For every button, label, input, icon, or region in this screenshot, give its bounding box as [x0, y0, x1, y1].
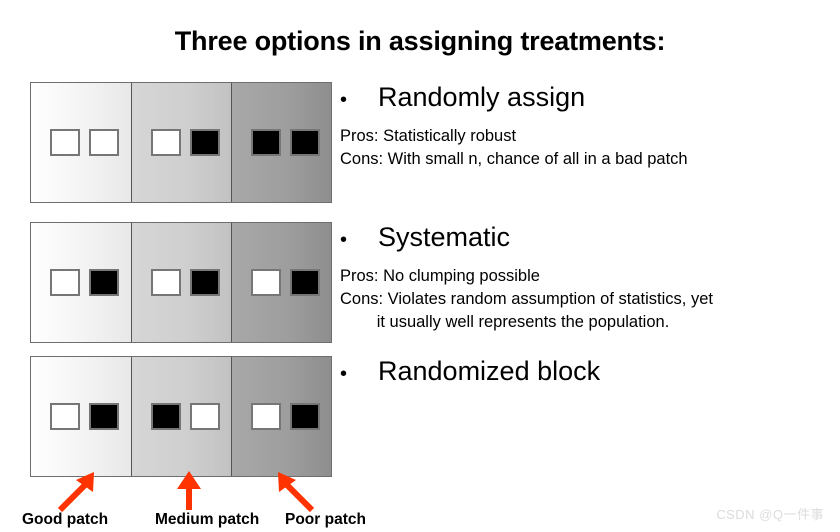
plot-square [151, 129, 181, 156]
option-title: Randomized block [378, 356, 601, 386]
page-title: Three options in assigning treatments: [174, 26, 666, 56]
bullet-glyph: • [340, 229, 348, 251]
plot-square [190, 269, 220, 296]
patch-label-medium: Medium patch [155, 511, 260, 528]
option-text-block: • Systematic Pros: No clumping possible … [340, 222, 832, 334]
arrow-up-left-icon [278, 472, 315, 512]
plot-square [251, 269, 281, 296]
option-detail: Pros: Statistically robust Cons: With sm… [340, 127, 688, 168]
plot-square [151, 269, 181, 296]
plot-square [50, 129, 80, 156]
plot-square [251, 129, 281, 156]
plot-square [290, 269, 320, 296]
patch-label-poor: Poor patch [285, 511, 366, 528]
option-heading: • Randomized block [340, 356, 832, 389]
arrow-up-icon [177, 471, 201, 510]
bullet-glyph: • [340, 363, 348, 385]
option-title: Systematic [378, 222, 511, 252]
patch-panel-medium [131, 357, 231, 476]
plot-square [190, 403, 220, 430]
plot-square [89, 129, 119, 156]
plot-square [50, 403, 80, 430]
option-heading: • Randomly assign [340, 82, 832, 115]
patch-diagram [30, 222, 332, 343]
option-detail: Pros: No clumping possible Cons: Violate… [340, 267, 713, 331]
patch-panel-good [31, 223, 131, 342]
plot-square [89, 403, 119, 430]
patch-diagram [30, 82, 332, 203]
option-title: Randomly assign [378, 82, 586, 112]
plot-square [290, 403, 320, 430]
patch-panel-poor [231, 83, 331, 202]
option-text-block: • Randomized block [340, 356, 832, 399]
patch-panel-poor [231, 357, 331, 476]
patch-diagram [30, 356, 332, 477]
patch-panel-poor [231, 223, 331, 342]
option-text-block: • Randomly assign Pros: Statistically ro… [340, 82, 832, 171]
patch-panel-good [31, 357, 131, 476]
bullet-glyph: • [340, 89, 348, 111]
plot-square [290, 129, 320, 156]
plot-square [50, 269, 80, 296]
plot-square [251, 403, 281, 430]
patch-panel-medium [131, 223, 231, 342]
plot-square [89, 269, 119, 296]
watermark: CSDN @Q一件事 [716, 507, 824, 522]
patch-panel-good [31, 83, 131, 202]
plot-square [151, 403, 181, 430]
patch-callouts: Good patch Medium patch Poor patch [0, 470, 840, 532]
plot-square [190, 129, 220, 156]
patch-label-good: Good patch [22, 511, 109, 528]
arrow-up-right-icon [57, 472, 94, 512]
patch-panel-medium [131, 83, 231, 202]
option-heading: • Systematic [340, 222, 832, 255]
